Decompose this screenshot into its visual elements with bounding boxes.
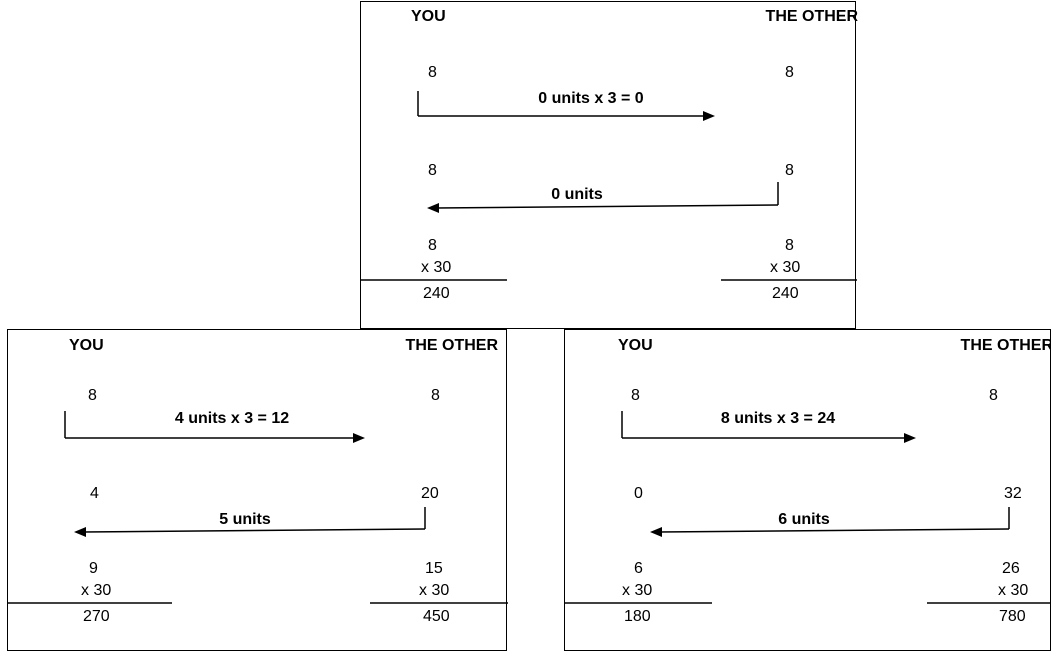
return-arrow-head [650, 527, 662, 537]
return-arrow-head [74, 527, 86, 537]
other-multiplier: x 30 [770, 259, 801, 276]
you-total-value: 240 [423, 285, 450, 302]
other-header: THE OTHER [765, 8, 858, 25]
arrows-layer [565, 411, 1051, 604]
other-start-value: 8 [785, 64, 794, 81]
other-start-value: 8 [431, 387, 440, 404]
other-mid-value: 32 [1004, 485, 1022, 502]
other-total-value: 450 [423, 608, 450, 625]
other-multiplier: x 30 [419, 582, 450, 599]
send-arrow-head [703, 111, 715, 121]
you-multiplier: x 30 [622, 582, 653, 599]
you-start-value: 8 [428, 64, 437, 81]
you-mid-value: 8 [428, 162, 437, 179]
other-final-value: 15 [425, 560, 443, 577]
return-arrow-head [427, 203, 439, 213]
you-mid-value: 4 [90, 485, 99, 502]
send-arrow-head [904, 433, 916, 443]
other-final-value: 26 [1002, 560, 1020, 577]
return-label: 6 units [778, 511, 830, 528]
you-multiplier: x 30 [81, 582, 112, 599]
arrows-layer [8, 411, 508, 604]
other-multiplier: x 30 [998, 582, 1029, 599]
you-mid-value: 0 [634, 485, 643, 502]
you-total-value: 270 [83, 608, 110, 625]
you-header: YOU [618, 337, 653, 354]
other-header: THE OTHER [960, 337, 1051, 354]
send-label: 0 units x 3 = 0 [538, 90, 644, 107]
return-label: 0 units [551, 186, 603, 203]
you-header: YOU [69, 337, 104, 354]
other-start-value: 8 [989, 387, 998, 404]
you-total-value: 180 [624, 608, 651, 625]
return-arrow-shaft [435, 204, 779, 209]
other-mid-value: 8 [785, 162, 794, 179]
you-start-value: 8 [88, 387, 97, 404]
other-mid-value: 20 [421, 485, 439, 502]
return-arrow-shaft [82, 528, 426, 533]
other-total-value: 780 [999, 608, 1026, 625]
send-label: 4 units x 3 = 12 [174, 410, 290, 427]
send-arrow-head [353, 433, 365, 443]
scenario-panel-right: YOU THE OTHER 8 8 8 units x 3 = 24 0 32 … [564, 329, 1051, 651]
you-header: YOU [411, 8, 446, 25]
scenario-panel-top: YOU THE OTHER 8 8 0 units x 3 = 0 8 8 0 … [360, 1, 858, 329]
you-final-value: 6 [634, 560, 643, 577]
you-start-value: 8 [631, 387, 640, 404]
return-arrow-shaft [658, 528, 1010, 533]
arrows-layer [361, 91, 857, 281]
scenario-panel-left: YOU THE OTHER 8 8 4 units x 3 = 12 4 20 … [7, 329, 508, 651]
you-multiplier: x 30 [421, 259, 452, 276]
you-final-value: 8 [428, 237, 437, 254]
other-final-value: 8 [785, 237, 794, 254]
you-final-value: 9 [89, 560, 98, 577]
return-label: 5 units [219, 511, 271, 528]
other-header: THE OTHER [405, 337, 498, 354]
other-total-value: 240 [772, 285, 799, 302]
send-label: 8 units x 3 = 24 [720, 410, 836, 427]
